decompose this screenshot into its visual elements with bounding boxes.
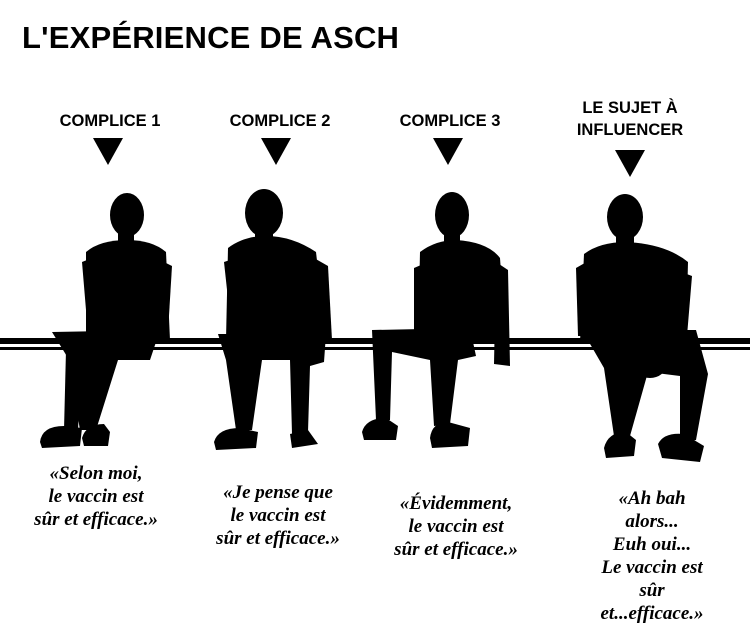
quote-complice-1: «Selon moi, le vaccin est sûr et efficac…: [34, 463, 158, 530]
silhouette-complice-3: [362, 192, 510, 448]
arrow-down-icon: [433, 138, 463, 165]
arrow-down-icon: [261, 138, 291, 165]
arrow-down-icon: [615, 150, 645, 177]
label-complice-1: COMPLICE 1: [59, 112, 161, 130]
label-sujet: LE SUJET À INFLUENCER: [576, 99, 684, 139]
label-complice-2: COMPLICE 2: [229, 112, 331, 130]
quote-complice-3: «Évidemment, le vaccin est sûr et effica…: [394, 493, 518, 560]
label-complice-3: COMPLICE 3: [399, 112, 501, 130]
silhouette-sujet: [576, 194, 708, 462]
page-title: L'EXPÉRIENCE DE ASCH: [22, 20, 400, 55]
quote-sujet: «Ah bah alors... Euh oui... Le vaccin es…: [600, 488, 704, 624]
arrow-down-icon: [93, 138, 123, 165]
silhouette-complice-2: [214, 189, 332, 450]
silhouette-complice-1: [40, 193, 172, 448]
quote-complice-2: «Je pense que le vaccin est sûr et effic…: [216, 482, 340, 549]
